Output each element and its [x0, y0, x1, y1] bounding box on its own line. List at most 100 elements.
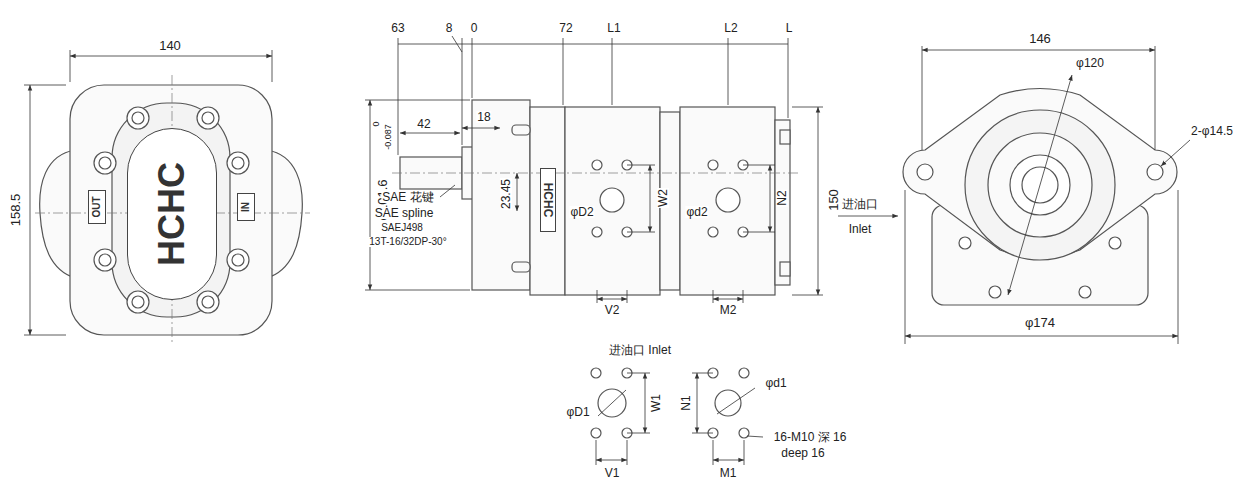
dimension-lines-line [692, 433, 713, 434]
rear-view-g-circle [197, 107, 219, 129]
dimension-label: 16-M10 深 16 [773, 431, 848, 443]
dimension-lines-line [30, 85, 31, 335]
dimension-label: 146 [1028, 32, 1052, 45]
dimension-lines-line [1008, 75, 1072, 295]
dimension-lines-line [472, 38, 473, 98]
dimension-lines-line [728, 38, 729, 105]
dimension-lines-line [770, 165, 771, 232]
rear-view-rect [70, 85, 272, 335]
dimension-label: N2 [776, 189, 788, 206]
side-view-g-circle [592, 160, 602, 170]
dimension-label: φd2 [685, 206, 708, 218]
front-view-g-circle [1079, 286, 1091, 298]
rear-view-g-circle [127, 291, 149, 313]
rear-view-g-circle [227, 249, 249, 271]
rear-view-g-circle [94, 152, 116, 174]
dimension-lines-line [462, 128, 500, 129]
dimension-lines [24, 50, 272, 335]
dimension-lines-line [713, 440, 714, 465]
rear-view-g [94, 107, 249, 313]
rear-view-g-circle [202, 112, 214, 124]
port-detail [591, 368, 749, 438]
dimension-lines-line [365, 290, 470, 291]
rear-view-g-circle [197, 291, 219, 313]
dimension-label: 72 [558, 22, 573, 34]
dimension-lines-line [788, 38, 789, 118]
dimension-lines-line [1161, 140, 1190, 166]
side-view-rect [565, 107, 660, 295]
port-detail-circle [715, 390, 741, 416]
rear-view-g-circle [94, 249, 116, 271]
node-text: HCHC [542, 183, 554, 218]
dimension-label: 18 [476, 111, 491, 123]
side-view-rect [780, 262, 790, 276]
dimension-lines-line [650, 165, 651, 232]
dimension-lines-line [697, 373, 698, 433]
dimension-label: 8 [445, 22, 454, 34]
dimension-label: 150 [827, 188, 840, 212]
rear-view-g-circle [99, 254, 111, 266]
dimension-label: φ174 [1024, 316, 1056, 329]
rear-view-g-circle [132, 112, 144, 124]
dimension-label: 0 [470, 22, 479, 34]
dimension-label: φD2 [569, 206, 594, 218]
front-view-g-circle [1147, 164, 1163, 180]
node-text: OUT [92, 196, 102, 217]
dimension-lines-line [597, 299, 627, 300]
rear-view-g-circle [232, 157, 244, 169]
dimension-lines [365, 36, 898, 303]
dimension-label: L2 [723, 22, 738, 34]
dimension-label: φD1 [565, 406, 590, 418]
side-view-g-circle [600, 188, 624, 212]
dimension-label: SAEJ498 [380, 223, 424, 233]
dimension-lines-line [743, 290, 744, 303]
dimension-label: V1 [604, 467, 621, 479]
port-tag: HCHC [540, 168, 556, 232]
rear-view-g-circle [127, 107, 149, 129]
dimension-lines-line [365, 100, 470, 101]
dimension-label: 23.45 [500, 178, 512, 210]
rear-view [40, 85, 303, 335]
port-detail-circle [739, 428, 749, 438]
dimension-lines-line [627, 290, 628, 303]
dimension-label: 13T-16/32DP-30° [368, 237, 447, 247]
dimension-label: SAE 花键 [381, 191, 434, 203]
dimension-lines-line [462, 38, 463, 145]
side-view-rect [512, 262, 530, 272]
dimension-lines-line [717, 388, 755, 414]
dimension-lines-line [645, 373, 646, 433]
brand-plate: HCHC [127, 128, 217, 300]
dimension-lines-line [818, 107, 819, 295]
dimension-lines-line [747, 436, 763, 437]
dimension-lines-line [627, 373, 650, 374]
dimension-label: N1 [680, 394, 692, 411]
dimension-lines [596, 373, 763, 465]
side-view-g-circle [716, 188, 740, 212]
center-line [35, 75, 800, 345]
rear-view-g-circle [227, 152, 249, 174]
dimension-lines-line [563, 38, 564, 105]
dimension-lines-line [452, 36, 462, 52]
dimension-label: W1 [650, 393, 662, 413]
dimension-lines-line [627, 232, 655, 233]
rear-view-g-circle [132, 296, 144, 308]
dimension-lines-line [612, 38, 613, 105]
port-detail-circle [591, 428, 601, 438]
dimension-lines-line [272, 50, 273, 82]
side-view-g-circle [708, 160, 718, 170]
dimension-lines [905, 46, 1190, 344]
dimension-label: Inlet [848, 223, 873, 235]
dimension-label: deep 16 [780, 447, 825, 459]
center-line-line [392, 173, 800, 174]
front-view-g-circle [917, 164, 933, 180]
port-tag: IN [237, 193, 255, 221]
port-tag: OUT [88, 190, 106, 224]
dimension-lines-line [70, 50, 71, 82]
dimension-lines-line [596, 460, 627, 461]
dimension-label: 2-φ14.5 [1190, 125, 1234, 137]
dimension-label: φ120 [1075, 57, 1105, 69]
dimension-label: L1 [606, 22, 621, 34]
dimension-lines-line [627, 165, 655, 166]
rear-view-g-circle [202, 296, 214, 308]
